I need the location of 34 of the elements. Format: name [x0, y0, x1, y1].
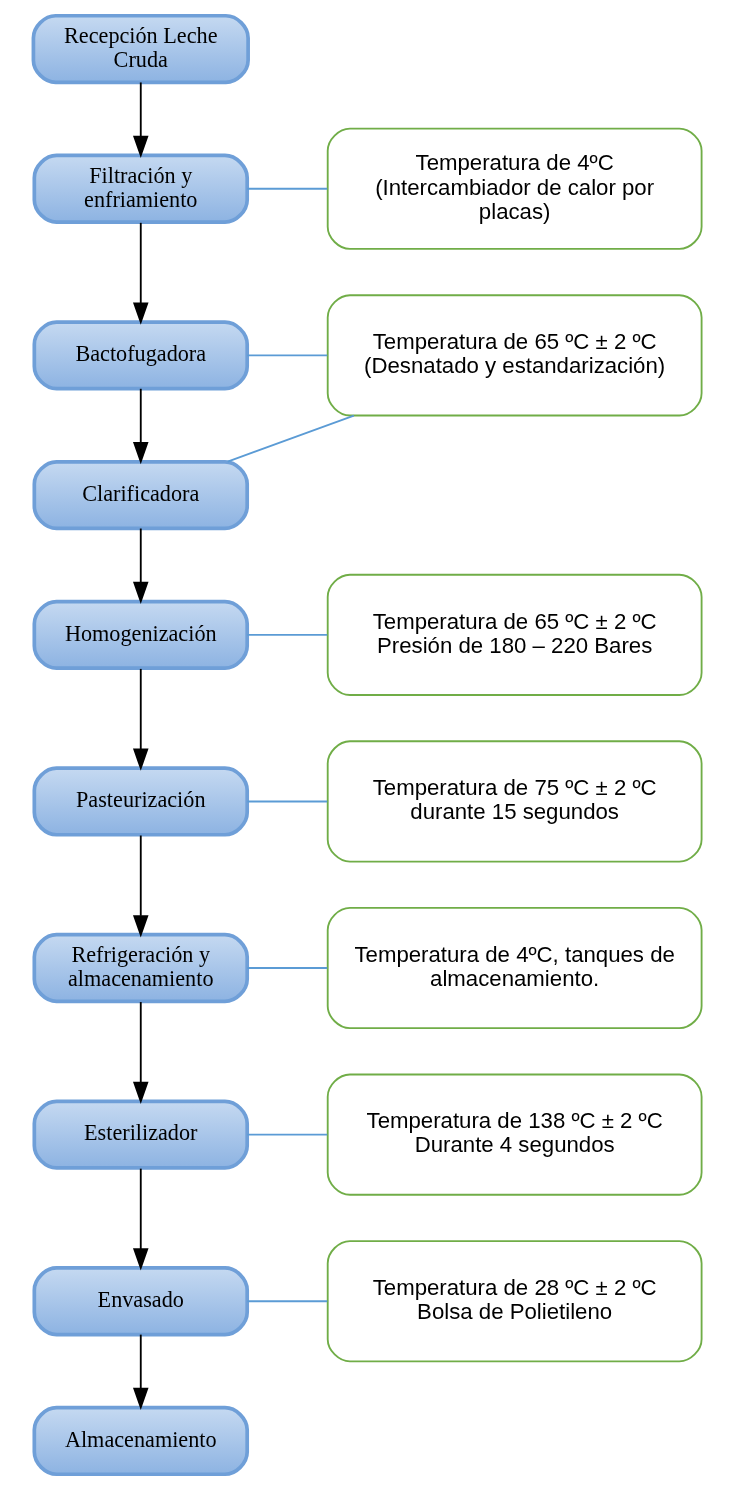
connector [245, 967, 328, 969]
node-box: Recepción Leche Cruda [31, 13, 250, 85]
node-box: Clarificadora [31, 459, 249, 531]
connector [245, 800, 328, 803]
node-box: Pasteurización [31, 766, 249, 837]
node-box: Temperatura de 4ºC, tanques de almacenamiento. [326, 906, 703, 1030]
arrow [132, 221, 149, 325]
connector [245, 1133, 328, 1136]
node-box: Refrigeración y almacenamiento [31, 932, 249, 1004]
connector [226, 414, 355, 463]
arrow [132, 81, 149, 158]
node-box: Homogenización [31, 599, 249, 671]
connector [245, 187, 328, 190]
arrow [132, 387, 149, 465]
arrow [132, 668, 149, 771]
node-box: Envasado [31, 1266, 249, 1337]
node-box: Temperatura de 138 ºC ± 2 ºC Durante 4 segundos [326, 1073, 703, 1196]
node-box: Temperatura de 28 ºC ± 2 ºC Bolsa de Polietileno [326, 1240, 703, 1363]
arrow [132, 1333, 149, 1411]
connector [245, 354, 328, 357]
node-box: Temperatura de 65 ºC ± 2 ºC Presión de 180 – 220 Bares [326, 573, 703, 696]
arrow [132, 1001, 149, 1104]
node-box: Temperatura de 4ºC (Intercambiador de calor por placas) [326, 127, 703, 250]
node-box: Temperatura de 65 ºC ± 2 ºC (Desnatado y estandarización) [326, 294, 703, 417]
node-box: Almacenamiento [31, 1405, 249, 1477]
arrow [132, 834, 149, 938]
node-box: Esterilizador [31, 1099, 249, 1170]
node-box: Filtración y enfriamiento [31, 153, 249, 224]
arrow [132, 1167, 149, 1271]
node-box: Temperatura de 75 ºC ± 2 ºC durante 15 segundos [326, 740, 703, 863]
connector [245, 633, 328, 636]
arrow [132, 527, 149, 604]
connector [245, 1300, 328, 1303]
node-box: Bactofugadora [31, 320, 249, 391]
